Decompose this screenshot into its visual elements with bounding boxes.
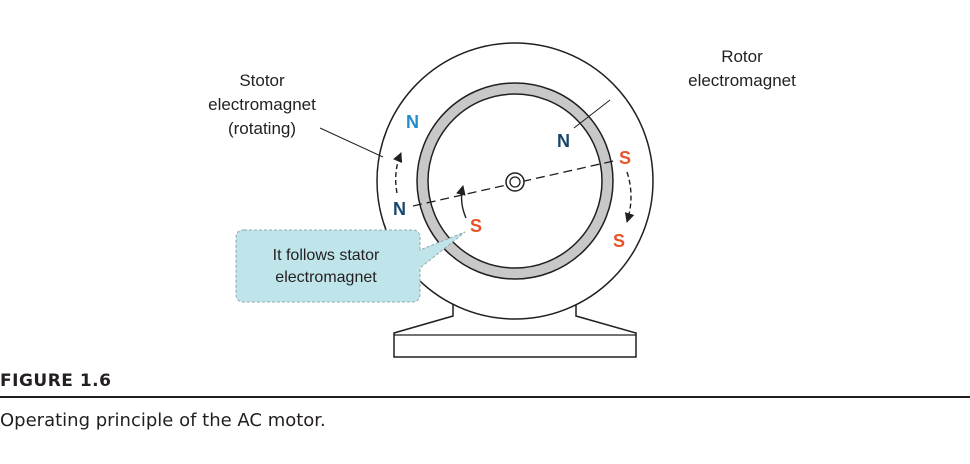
callout-text-line2: electromagnet <box>275 269 377 286</box>
stator-south-pole-moved: S <box>613 231 625 251</box>
rotor-rotation-arrow-icon <box>456 185 467 219</box>
rotor-north-pole: N <box>557 131 570 151</box>
stator-label-line1: Stotor <box>239 71 285 90</box>
south-rotation-arrow-icon <box>624 171 635 223</box>
stator-north-pole: N <box>406 112 419 132</box>
motor-base <box>393 296 637 358</box>
stator-leader-line <box>319 127 384 158</box>
figure-label: FIGURE 1.6 <box>0 371 112 391</box>
caption-divider <box>0 396 970 398</box>
stator-rotation-arrow-icon <box>393 152 403 194</box>
callout-bubble <box>235 229 466 303</box>
rotor-leader-line <box>573 99 611 129</box>
stator-south-pole: S <box>619 148 631 168</box>
rotor-south-pole: S <box>470 216 482 236</box>
callout-text-line1: It follows stator <box>273 247 380 264</box>
stator-label-line2: electromagnet <box>208 95 316 114</box>
rotor-shaft <box>505 172 525 192</box>
rotor-label-line2: electromagnet <box>688 71 796 90</box>
rotor-label-line1: Rotor <box>721 47 763 66</box>
stator-label-line3: (rotating) <box>228 119 296 138</box>
figure-caption: Operating principle of the AC motor. <box>0 410 326 431</box>
ac-motor-diagram: It follows stator electromagnet Stotor e… <box>208 42 796 358</box>
stator-north-pole-lower: N <box>393 199 406 219</box>
